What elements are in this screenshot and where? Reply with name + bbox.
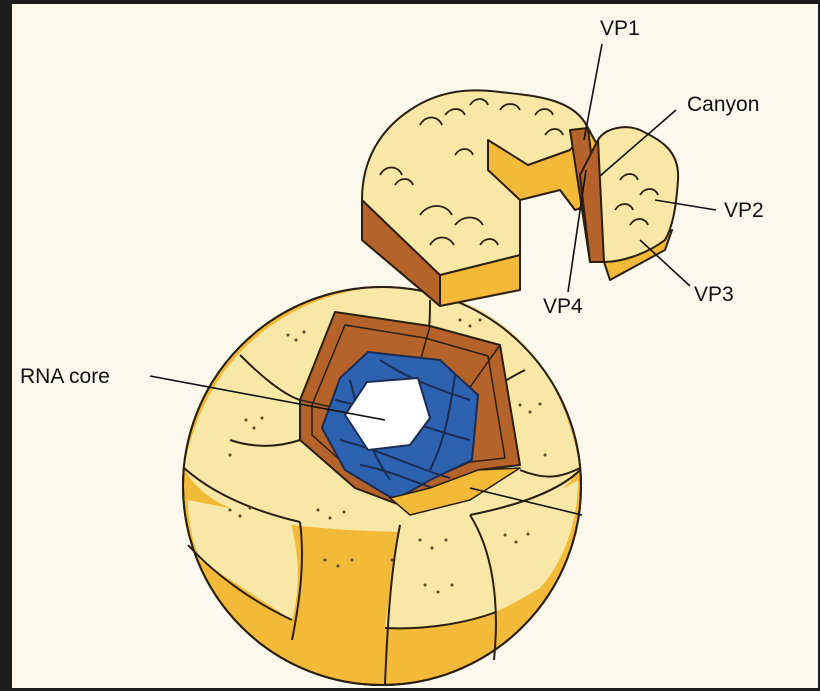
label-rna-core: RNA core <box>20 366 110 387</box>
label-vp2: VP2 <box>724 200 764 221</box>
label-canyon: Canyon <box>687 94 759 115</box>
capsid-sphere <box>183 287 581 685</box>
label-vp1: VP1 <box>600 18 640 39</box>
label-vp4: VP4 <box>543 296 583 317</box>
label-vp3: VP3 <box>694 284 734 305</box>
